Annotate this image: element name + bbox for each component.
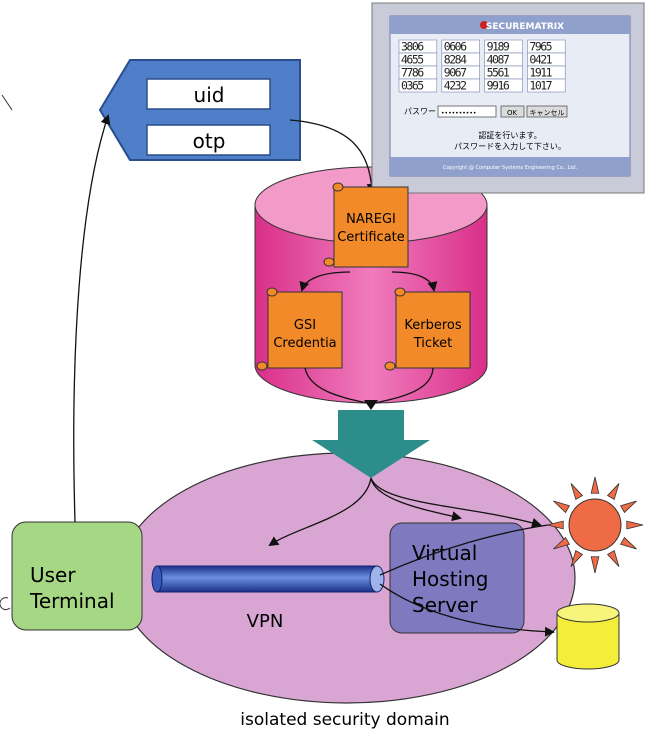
sun-icon (546, 476, 644, 574)
ok-button[interactable] (500, 105, 525, 118)
user-terminal-line2: Terminal (29, 589, 115, 613)
matrix-digits: 4232 (444, 79, 466, 93)
naregi-line1: NAREGI (346, 212, 396, 227)
server-line1: Virtual (412, 541, 477, 565)
arrow-cert-to-kerberos (391, 271, 438, 292)
sun-ray (606, 483, 620, 501)
database-icon (556, 603, 620, 670)
merge-arrowhead (364, 400, 378, 410)
matrix-cell-group (441, 78, 480, 93)
sun-ray (553, 500, 571, 514)
arrow-to-sun (370, 477, 542, 528)
matrix-cell-group (398, 78, 438, 93)
matrix-digits: 7965 (529, 40, 551, 54)
sun-core (568, 498, 622, 552)
matrix-digits: 0421 (529, 53, 552, 67)
matrix-digits: 3806 (401, 40, 424, 54)
line-vpn-to-database (379, 583, 555, 637)
kerberos-line2: Ticket (413, 336, 452, 351)
user-terminal-box[interactable] (11, 521, 143, 631)
matrix-digits: 1911 (529, 66, 552, 80)
arrow-terminal-to-login (73, 114, 111, 523)
vpn-tunnel (151, 565, 385, 593)
ok-button-label: OK (507, 109, 518, 117)
sun-ray (619, 500, 637, 514)
securematrix-title: SECUREMATRIX (486, 22, 564, 32)
password-input[interactable] (437, 105, 497, 118)
arrow-to-vpn (268, 477, 372, 547)
matrix-grid: 3806 0606 9189 7965 4655 8284 4087 0421 7786 9067… (398, 40, 566, 93)
matrix-digits: 4087 (487, 53, 510, 67)
sun-ray (626, 520, 644, 530)
matrix-digits: 4655 (401, 53, 423, 67)
sun-ray (619, 536, 637, 550)
naregi-certificate-scroll (323, 182, 409, 268)
gsi-line1: GSI (294, 318, 316, 333)
arrow-to-server (370, 477, 462, 522)
securematrix-logo-icon (480, 21, 488, 29)
matrix-digits: 8284 (444, 53, 467, 67)
sun-ray (606, 549, 620, 567)
decoration-marks (0, 94, 13, 611)
password-value: •••••••••• (441, 110, 476, 117)
caption-isolated-security-domain: isolated security domain (240, 710, 449, 730)
arrow-otp-to-cert (289, 119, 377, 194)
matrix-digits: 9189 (487, 40, 510, 54)
gsi-credential-scroll (256, 287, 343, 371)
cancel-button-label: キャンセル (530, 109, 565, 117)
password-label: パスワード (404, 107, 444, 116)
matrix-message-line2: パスワードを入力して下さい。 (454, 141, 566, 151)
otp-field[interactable] (146, 124, 271, 156)
kerberos-line1: Kerberos (404, 318, 461, 333)
sun-ray (553, 536, 571, 550)
matrix-digits: 0365 (401, 79, 423, 93)
matrix-digits: 1017 (529, 79, 552, 93)
sun-ray (590, 476, 600, 494)
matrix-footer: Copyright @ Computer Systems Engineering… (443, 165, 578, 171)
sun-ray (546, 520, 564, 530)
naregi-line2: Certificate (337, 230, 405, 245)
gsi-line2: Credentia (273, 336, 336, 351)
down-arrow (312, 410, 430, 478)
server-line3: Server (412, 593, 478, 617)
arrow-cert-to-gsi (299, 271, 351, 292)
server-line2: Hosting (412, 567, 488, 591)
sun-ray (590, 556, 600, 574)
kerberos-ticket-scroll (384, 287, 471, 371)
virtual-hosting-server-box[interactable] (389, 522, 525, 634)
line-vpn-to-sun (379, 524, 549, 576)
uid-label: uid (194, 83, 225, 107)
matrix-digits: 7786 (401, 66, 424, 80)
matrix-digits: 9916 (487, 79, 510, 93)
vpn-label: VPN (247, 611, 284, 632)
user-terminal-line1: User (30, 563, 76, 587)
otp-label: otp (193, 129, 226, 153)
matrix-cell-group (484, 78, 523, 93)
matrix-digits: 0606 (444, 40, 467, 54)
matrix-digits: 9067 (444, 66, 467, 80)
matrix-digits: 5561 (487, 66, 510, 80)
uid-field[interactable] (146, 78, 271, 110)
sun-ray (570, 483, 584, 501)
matrix-message-line1: 認証を行います。 (478, 130, 541, 140)
cancel-button[interactable] (526, 105, 568, 118)
sun-ray (570, 549, 584, 567)
matrix-cell-group (527, 78, 566, 93)
